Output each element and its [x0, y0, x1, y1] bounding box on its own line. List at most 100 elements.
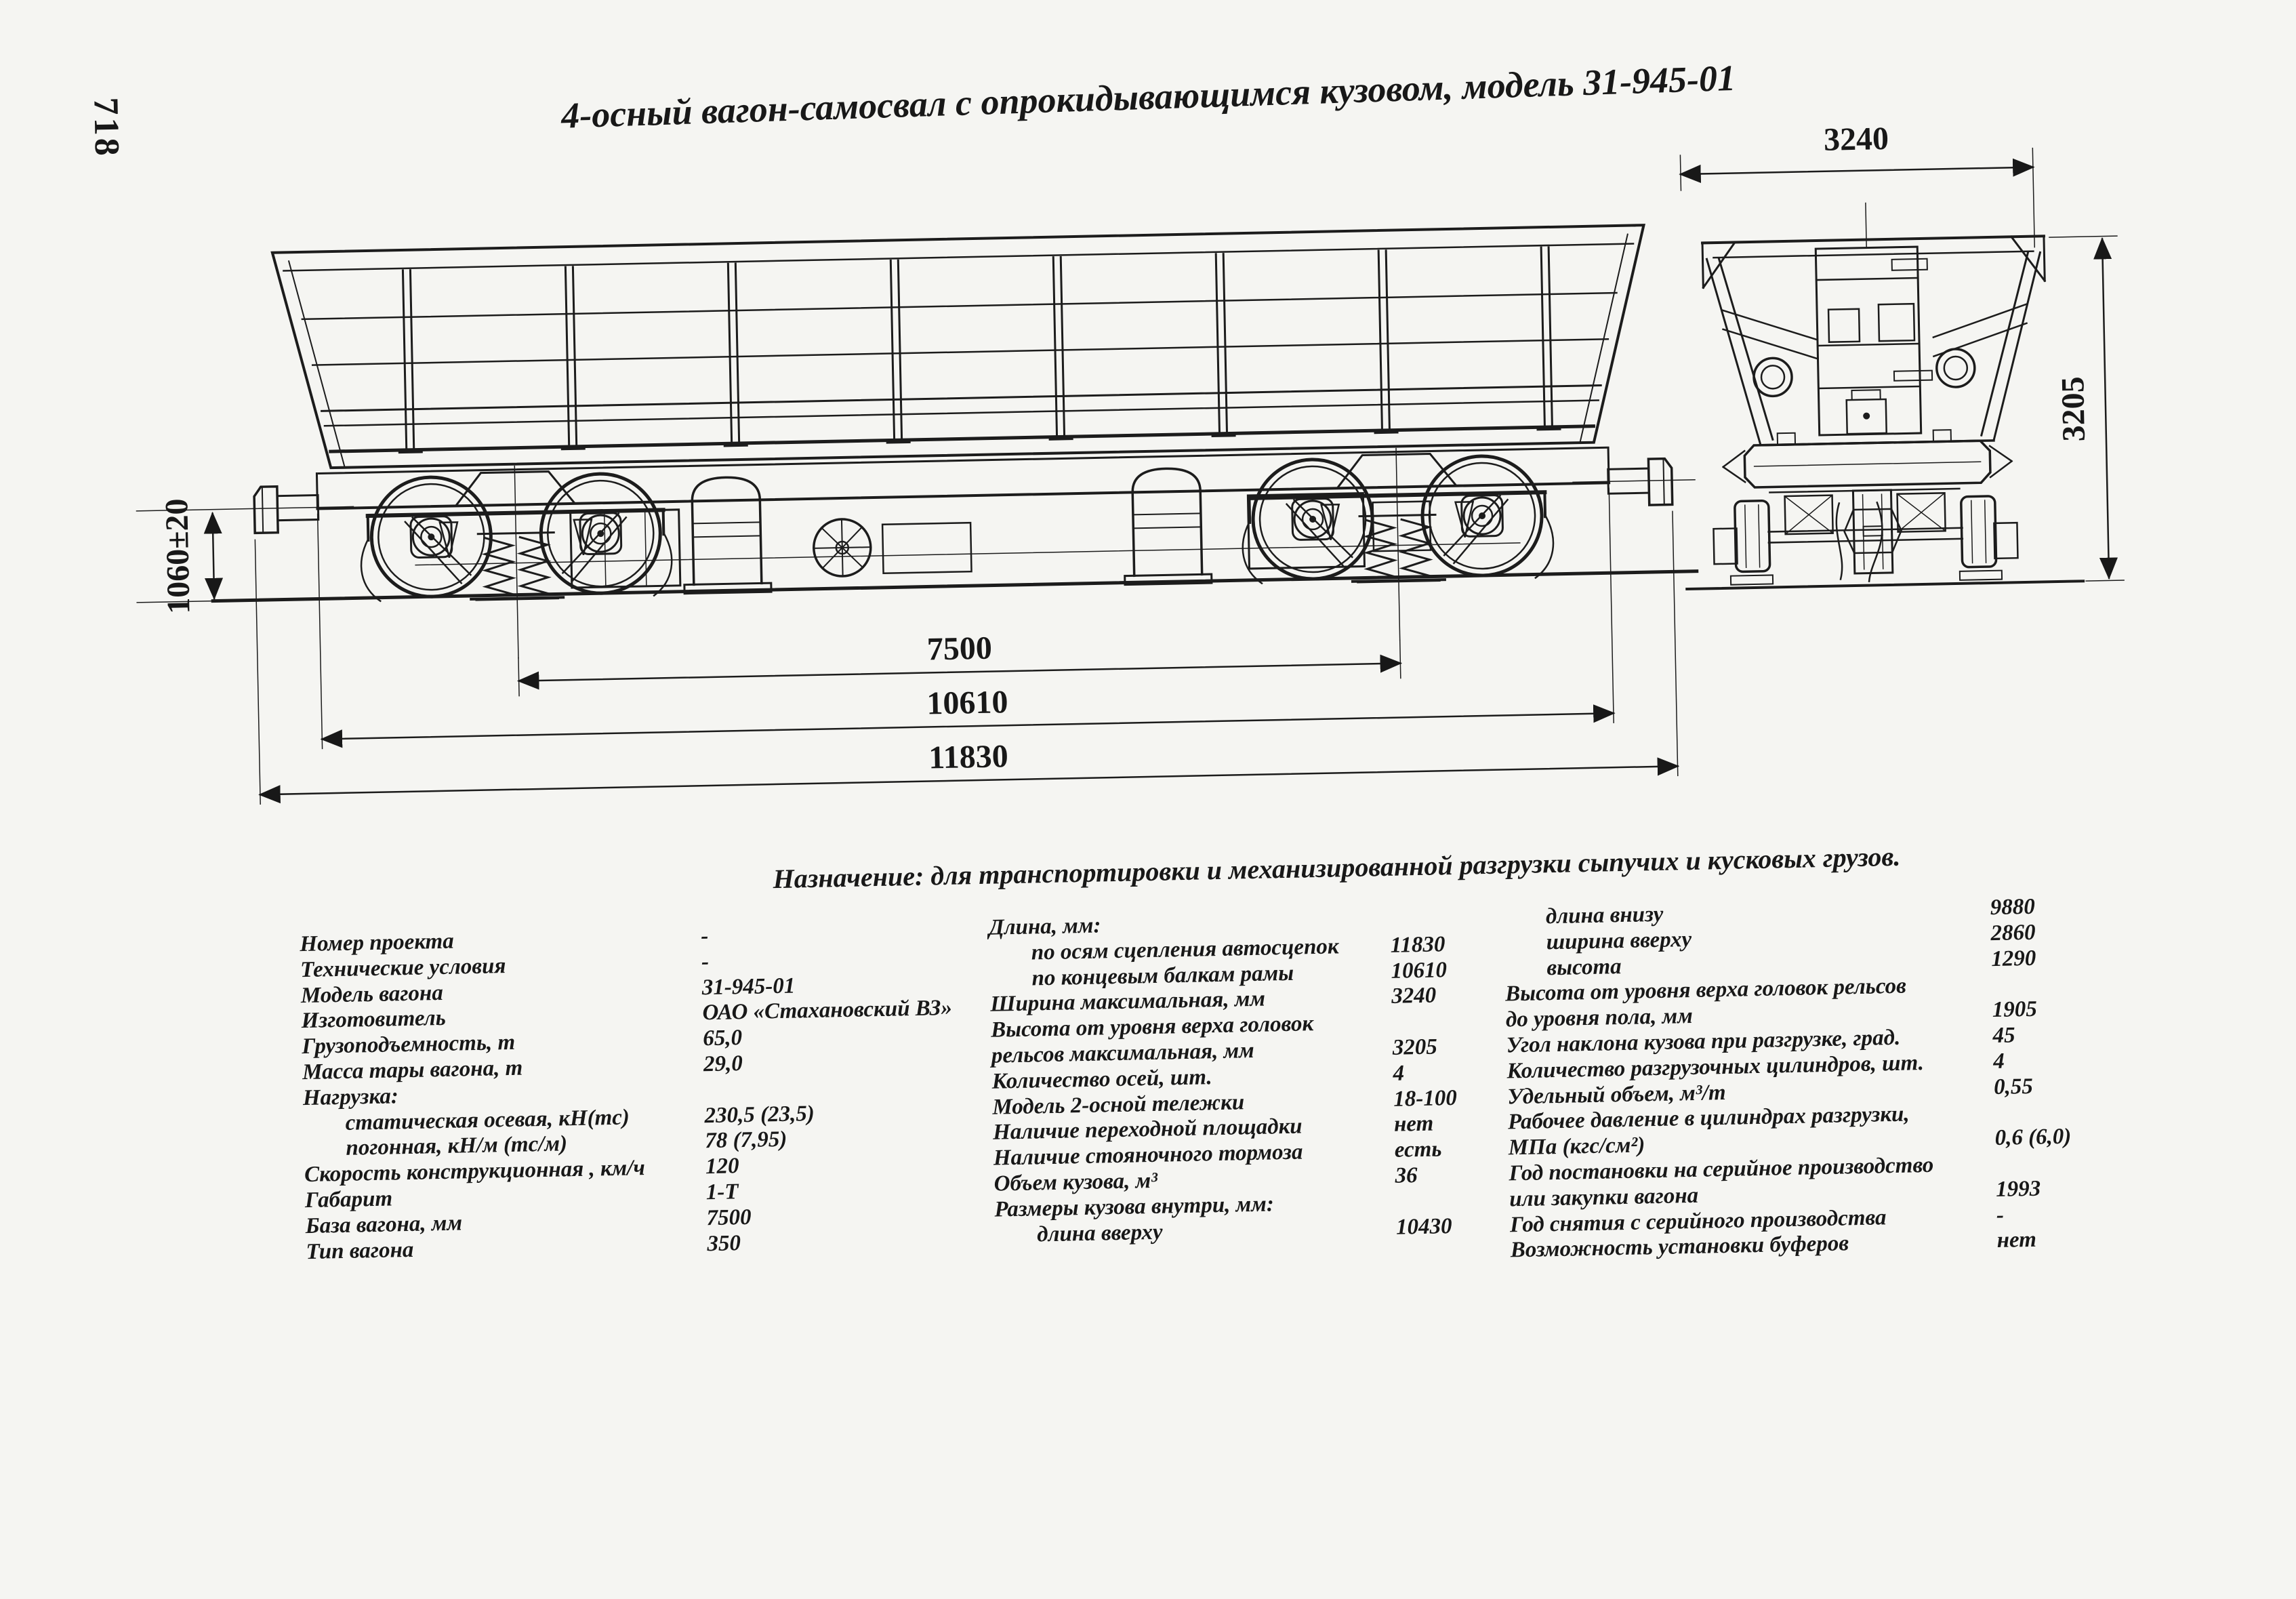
spec-value: 45 [1992, 1023, 2015, 1049]
dim-10610-label: 10610 [926, 684, 1008, 721]
spec-value: - [1996, 1202, 2005, 1228]
spec-value: 18-100 [1393, 1085, 1458, 1112]
spec-label: до уровня пола, мм [1505, 1004, 1694, 1032]
spec-value: 1993 [1995, 1176, 2041, 1202]
spec-value: есть [1394, 1137, 1442, 1162]
spec-value: 78 (7,95) [704, 1127, 787, 1154]
spec-label: Грузоподъемность, т [302, 1030, 516, 1059]
spec-label: погонная, кН/м (тс/м) [346, 1131, 568, 1161]
spec-label: Модель вагона [300, 980, 444, 1008]
spec-value: - [700, 924, 709, 949]
dimension-coupler-length: 11830 [254, 510, 1680, 805]
spec-value: 2860 [1990, 920, 2036, 946]
spec-value: 29,0 [703, 1051, 743, 1077]
dimension-height: 3205 [2049, 235, 2125, 582]
end-bolster [1721, 429, 2013, 489]
spec-label: Технические условия [300, 953, 506, 982]
rail-line [211, 569, 1699, 603]
body-stanchions [398, 246, 1561, 454]
purpose-text: Назначение: для транспортировки и механи… [773, 841, 1901, 895]
spec-label: длина вверху [1036, 1219, 1163, 1247]
spec-label: Ширина максимальная, мм [990, 986, 1266, 1017]
spec-label: Масса тары вагона, т [302, 1055, 523, 1085]
spec-value: 11830 [1390, 932, 1446, 958]
coupler-right [1572, 457, 1696, 506]
wheel-end [1734, 499, 1771, 573]
spec-label: Номер проекта [300, 929, 455, 957]
spec-column-3: длина внизу 9880 ширина вверху 2860 высо… [1504, 893, 2120, 1263]
spec-label: длина внизу [1545, 902, 1664, 929]
brake-hose [1835, 502, 1843, 580]
round-cover [1752, 357, 1793, 398]
bogie-left [359, 463, 674, 661]
dump-cylinder [1124, 467, 1213, 586]
spec-value: 65,0 [702, 1026, 743, 1051]
dim-1060-label: 1060±20 [159, 498, 197, 614]
end-bogie [1713, 487, 2019, 586]
equipment-box [881, 521, 972, 575]
spec-value: нет [1996, 1228, 2037, 1253]
brake-pipe [415, 542, 1521, 566]
spec-value: 10610 [1391, 957, 1448, 984]
spec-value: 10430 [1395, 1213, 1452, 1240]
round-cover [1935, 348, 1976, 388]
dim-3240-label: 3240 [1823, 121, 1889, 158]
spec-label: Нагрузка: [302, 1084, 399, 1110]
spec-value: 7500 [706, 1205, 752, 1230]
spec-label: ширина вверху [1546, 927, 1692, 955]
spec-value: 0,55 [1993, 1074, 2034, 1099]
spec-column-2: Длина, мм: по осям сцепления автосцепок … [989, 906, 1511, 1249]
bolster-pedestal [453, 470, 577, 507]
spec-value: 3240 [1391, 983, 1437, 1009]
dimension-width: 3240 [1679, 121, 2036, 248]
spec-value: 350 [706, 1230, 741, 1256]
end-view-drawing: 3240 [1679, 121, 2125, 591]
spec-label: Объем кузова, м³ [993, 1168, 1158, 1196]
spec-value: 0,6 (6,0) [1994, 1124, 2072, 1151]
wheel-end [1960, 495, 1998, 569]
spec-value: 3205 [1392, 1034, 1438, 1060]
spec-value: 230,5 (23,5) [704, 1101, 815, 1128]
wagon-body [270, 224, 1646, 470]
dump-cylinder [683, 476, 773, 595]
spec-value: 1905 [1992, 996, 2038, 1023]
spec-value: - [701, 949, 710, 975]
dimension-bogie-base: 7500 [516, 630, 1403, 697]
spec-label: Тип вагона [306, 1237, 414, 1264]
spec-value: 4 [1393, 1061, 1405, 1086]
dimension-coupler-height: 1060±20 [136, 498, 261, 614]
dim-11830-label: 11830 [928, 738, 1008, 775]
spec-label: Размеры кузова внутри, мм: [994, 1192, 1275, 1222]
spec-label: или закупки вагона [1509, 1183, 1699, 1212]
brake-hose [1868, 501, 1883, 582]
spec-value: нет [1393, 1112, 1434, 1137]
spec-label: Модель 2-осной тележки [992, 1089, 1245, 1120]
spec-label: Габарит [304, 1186, 393, 1213]
spec-value: 1290 [1990, 946, 2036, 971]
end-body [1700, 202, 2047, 447]
spec-value: 31-945-01 [701, 973, 796, 1000]
spec-label: Длина, мм: [988, 913, 1101, 940]
spec-value: 1-Т [705, 1179, 739, 1205]
coupler-left [136, 485, 354, 535]
brake-cylinder-wheel [813, 518, 872, 578]
center-cabinet [1814, 245, 1933, 437]
spec-value: 9880 [1990, 894, 2036, 920]
page-number: 718 [86, 97, 127, 159]
bolster-pedestal [1335, 453, 1459, 489]
bogie-right [1241, 445, 1555, 643]
side-view-drawing: 1060±20 7500 10610 11830 [136, 224, 1699, 805]
spec-value: 120 [705, 1154, 739, 1179]
dim-7500-label: 7500 [926, 630, 992, 668]
spec-label: Изготовитель [301, 1006, 447, 1034]
spec-label: Удельный объем, м³/т [1506, 1080, 1726, 1110]
spec-column-1: Номер проекта - Технические условия - Мо… [300, 918, 998, 1266]
dimension-frame-length: 10610 [316, 487, 1616, 750]
rail-line [1685, 580, 2085, 591]
spec-label: МПа (кгс/см²) [1508, 1133, 1645, 1160]
spec-label: База вагона, мм [305, 1211, 463, 1238]
dim-3205-label: 3205 [2055, 376, 2092, 442]
spec-value: 36 [1395, 1163, 1418, 1188]
spec-label: рельсов максимальная, мм [991, 1038, 1255, 1068]
